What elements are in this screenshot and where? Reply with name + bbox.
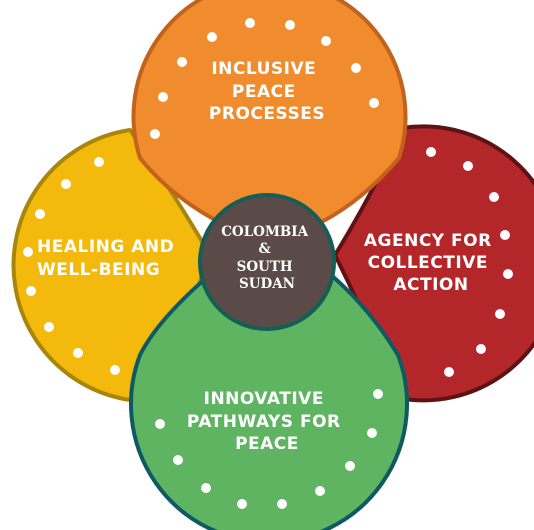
hub-label-line1: COLOMBIA bbox=[221, 224, 308, 240]
dot bbox=[61, 179, 71, 189]
dot bbox=[500, 230, 510, 240]
label-agency-line1: AGENCY FOR bbox=[364, 231, 492, 251]
hub-label: COLOMBIA & SOUTH SUDAN bbox=[221, 224, 313, 292]
dot bbox=[23, 247, 33, 257]
dot bbox=[315, 486, 325, 496]
dot bbox=[201, 483, 211, 493]
dot bbox=[44, 322, 54, 332]
dot bbox=[373, 389, 383, 399]
dot bbox=[26, 286, 36, 296]
label-agency: AGENCY FOR COLLECTIVE ACTION bbox=[364, 231, 498, 295]
dot bbox=[463, 161, 473, 171]
dot bbox=[94, 157, 104, 167]
label-inclusive: INCLUSIVE PEACE PROCESSES bbox=[209, 59, 325, 124]
dot bbox=[369, 98, 379, 108]
hub-circle bbox=[198, 193, 336, 331]
dot bbox=[503, 269, 513, 279]
dot bbox=[207, 32, 217, 42]
label-inclusive-line3: PROCESSES bbox=[209, 104, 325, 124]
dot bbox=[285, 20, 295, 30]
dot bbox=[35, 209, 45, 219]
dot bbox=[73, 348, 83, 358]
dot bbox=[155, 419, 165, 429]
dot bbox=[237, 499, 247, 509]
dot bbox=[277, 499, 287, 509]
label-innovative-line3: PEACE bbox=[235, 434, 299, 454]
label-inclusive-line2: PEACE bbox=[232, 82, 296, 102]
dot bbox=[321, 36, 331, 46]
dot bbox=[426, 147, 436, 157]
label-healing-line1: HEALING AND bbox=[37, 237, 174, 257]
dot bbox=[476, 344, 486, 354]
hub-label-line4: SUDAN bbox=[239, 276, 295, 292]
label-healing: HEALING AND WELL-BEING bbox=[37, 237, 181, 280]
label-healing-line2: WELL-BEING bbox=[37, 260, 160, 280]
label-innovative-line1: INNOVATIVE bbox=[204, 389, 324, 409]
dot bbox=[173, 455, 183, 465]
dot bbox=[367, 428, 377, 438]
hub-label-line3: SOUTH bbox=[237, 259, 293, 275]
dot bbox=[444, 367, 454, 377]
label-agency-line3: ACTION bbox=[393, 275, 468, 295]
dot bbox=[489, 192, 499, 202]
petal-inclusive bbox=[131, 0, 408, 234]
petal-innovative bbox=[129, 260, 409, 530]
label-innovative-line2: PATHWAYS FOR bbox=[187, 412, 341, 432]
dot bbox=[351, 63, 361, 73]
dot bbox=[245, 18, 255, 28]
dot bbox=[495, 309, 505, 319]
label-inclusive-line1: INCLUSIVE bbox=[211, 59, 316, 79]
dot bbox=[150, 129, 160, 139]
dot bbox=[177, 57, 187, 67]
label-innovative: INNOVATIVE PATHWAYS FOR PEACE bbox=[187, 389, 347, 454]
dot bbox=[158, 92, 168, 102]
hub-label-line2: & bbox=[259, 241, 271, 257]
dot bbox=[345, 461, 355, 471]
label-agency-line2: COLLECTIVE bbox=[368, 253, 488, 273]
decorative-dots bbox=[23, 18, 513, 509]
dot bbox=[110, 365, 120, 375]
